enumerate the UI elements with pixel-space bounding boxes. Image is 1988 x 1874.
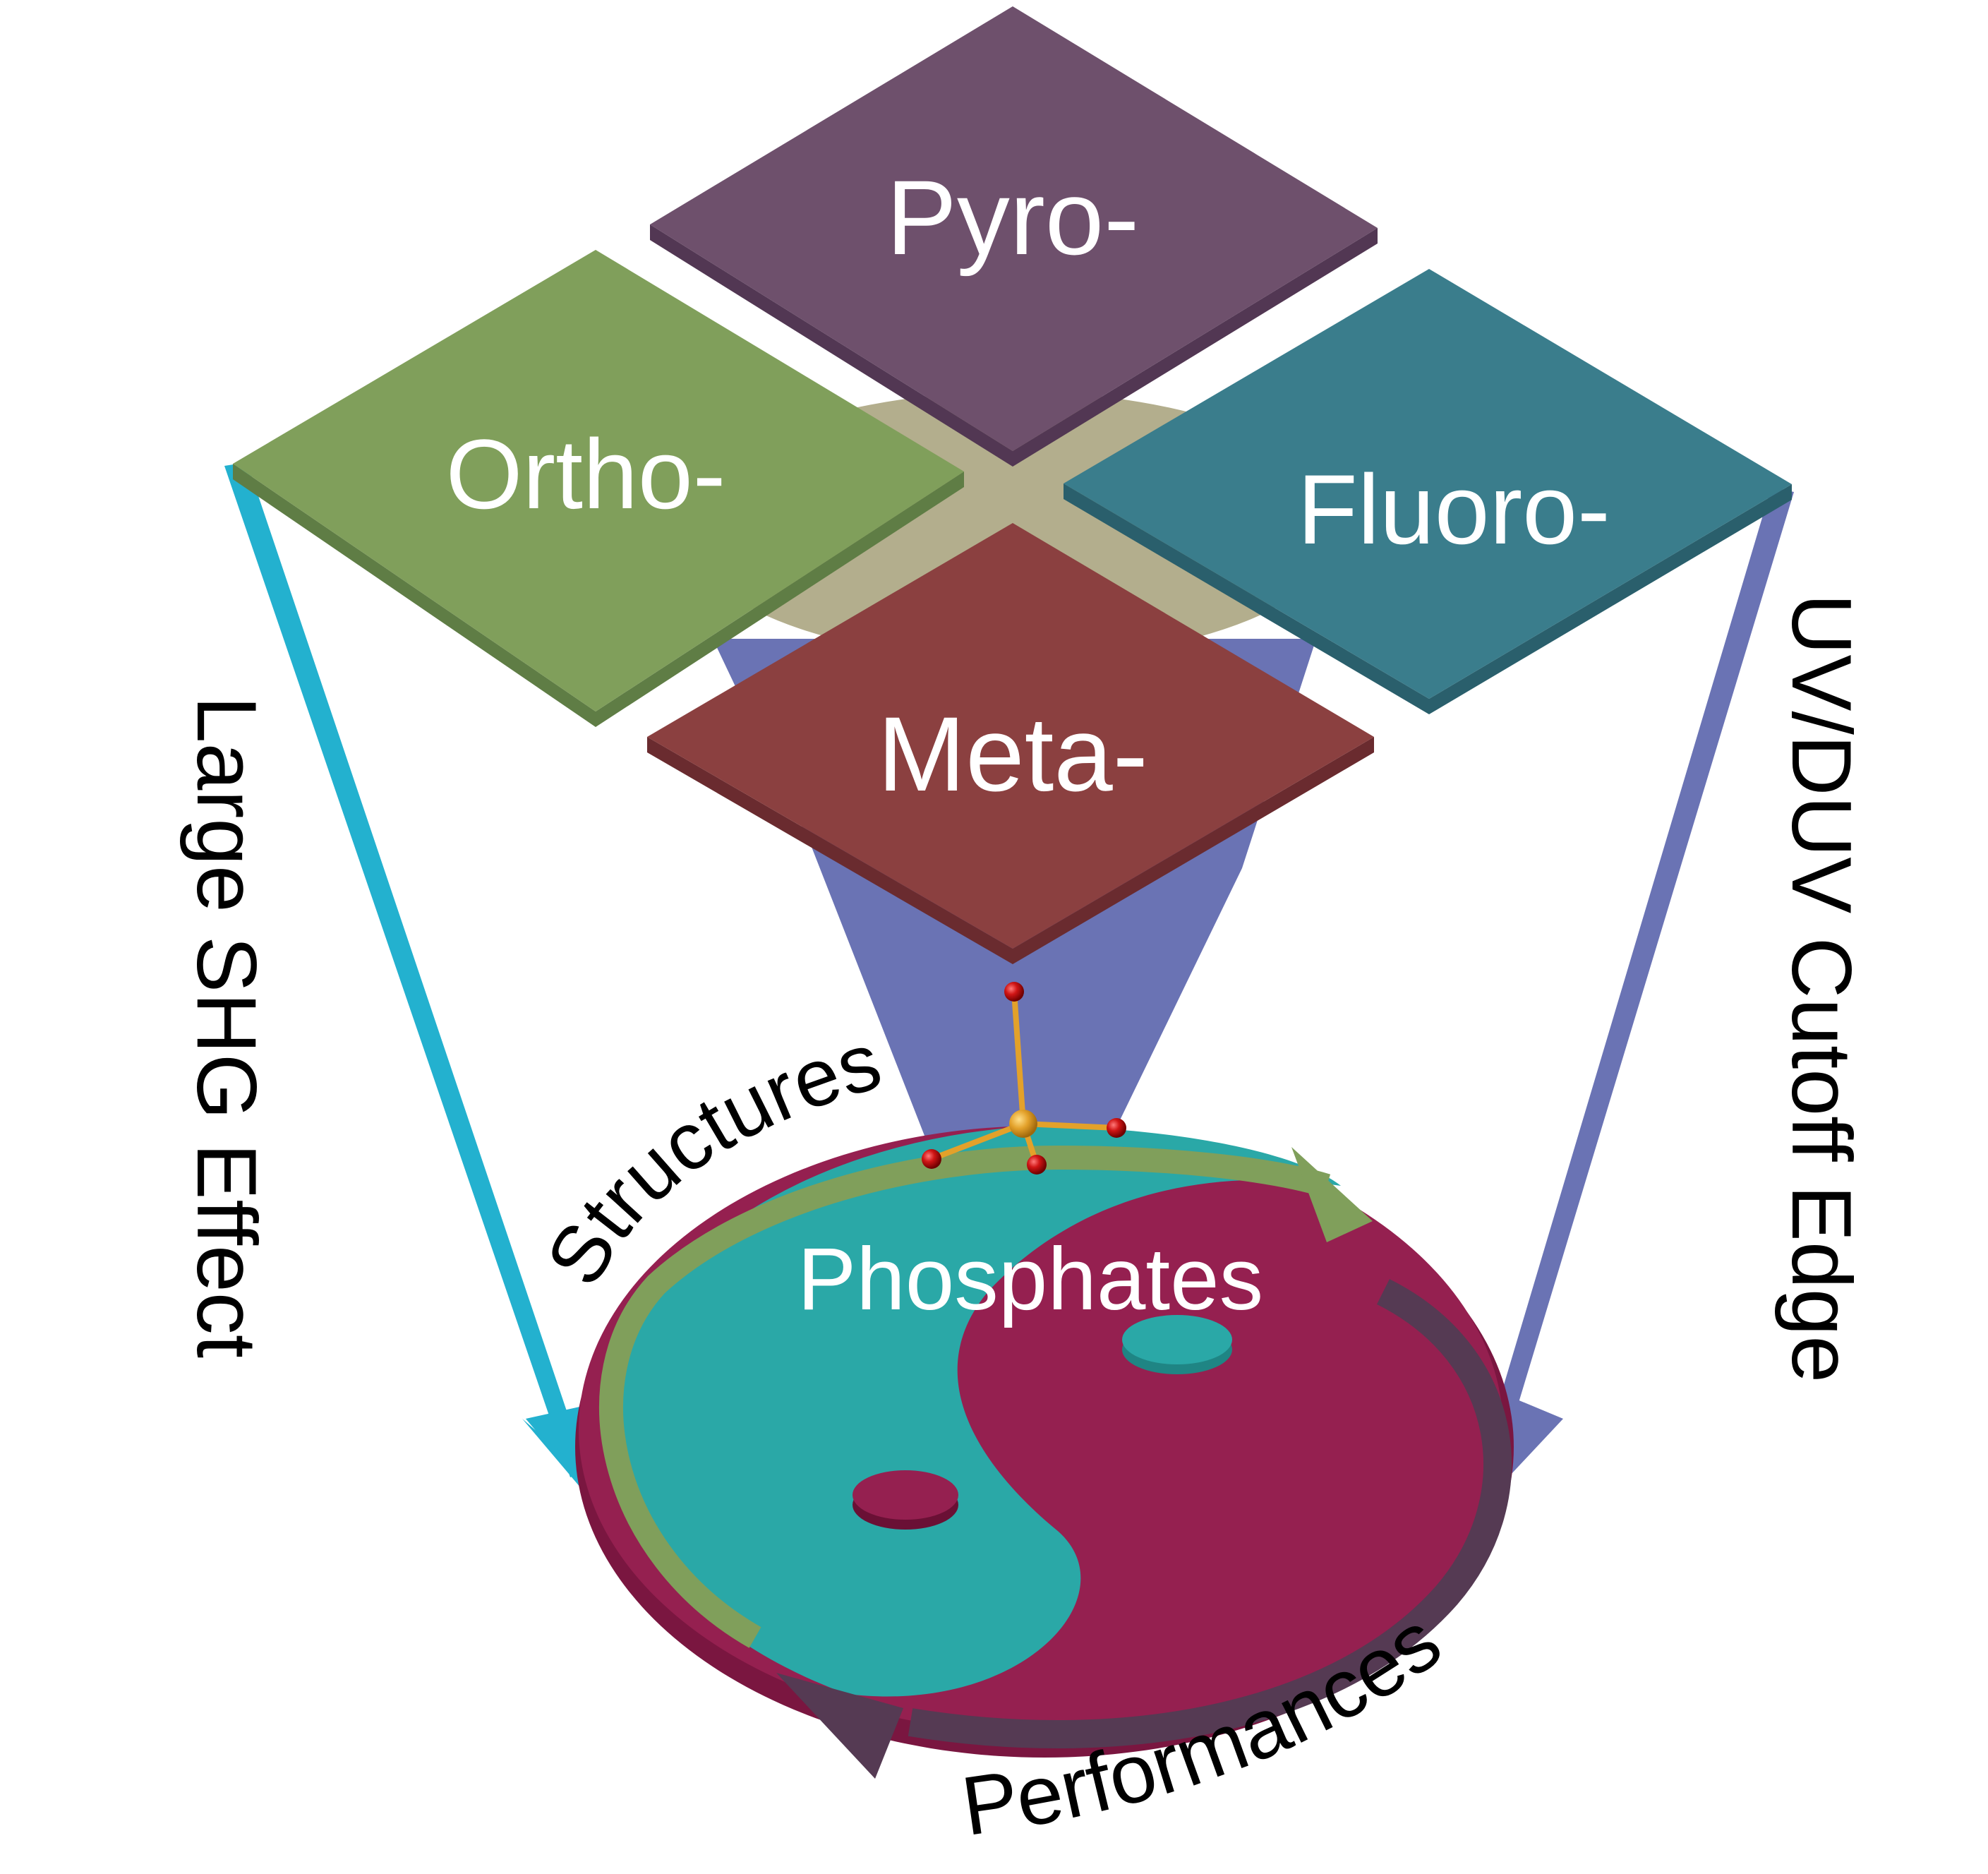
fluoro-label: Fluoro- <box>1297 454 1610 565</box>
phosphorus-atom <box>1009 1110 1037 1138</box>
large-shg-effect-label: Large SHG Effect <box>179 696 274 1358</box>
phosphate-tetrahedron-icon <box>922 982 1126 1175</box>
phosphates-label: Phosphates <box>797 1230 1263 1328</box>
oxygen-atom <box>1027 1155 1047 1175</box>
ortho-label: Ortho- <box>446 419 726 529</box>
oxygen-atom <box>922 1149 941 1169</box>
meta-label: Meta- <box>877 695 1147 813</box>
pyro-label: Pyro- <box>886 158 1139 277</box>
performances-cycle-arrow <box>776 1279 1512 1779</box>
diamond-fluoro: Fluoro- <box>1064 269 1792 714</box>
diamond-pyro: Pyro- <box>650 6 1378 467</box>
oxygen-atom <box>1107 1118 1126 1138</box>
diamond-ortho: Ortho- <box>233 250 964 727</box>
structures-cycle-arrow <box>599 1145 1373 1648</box>
oxygen-atom <box>1004 982 1024 1002</box>
uv-duv-cutoff-edge-label: UV/DUV Cutoff Edge <box>1774 594 1869 1383</box>
diamond-meta: Meta- <box>647 523 1374 964</box>
phosphates-yin-yang <box>575 1126 1514 1758</box>
